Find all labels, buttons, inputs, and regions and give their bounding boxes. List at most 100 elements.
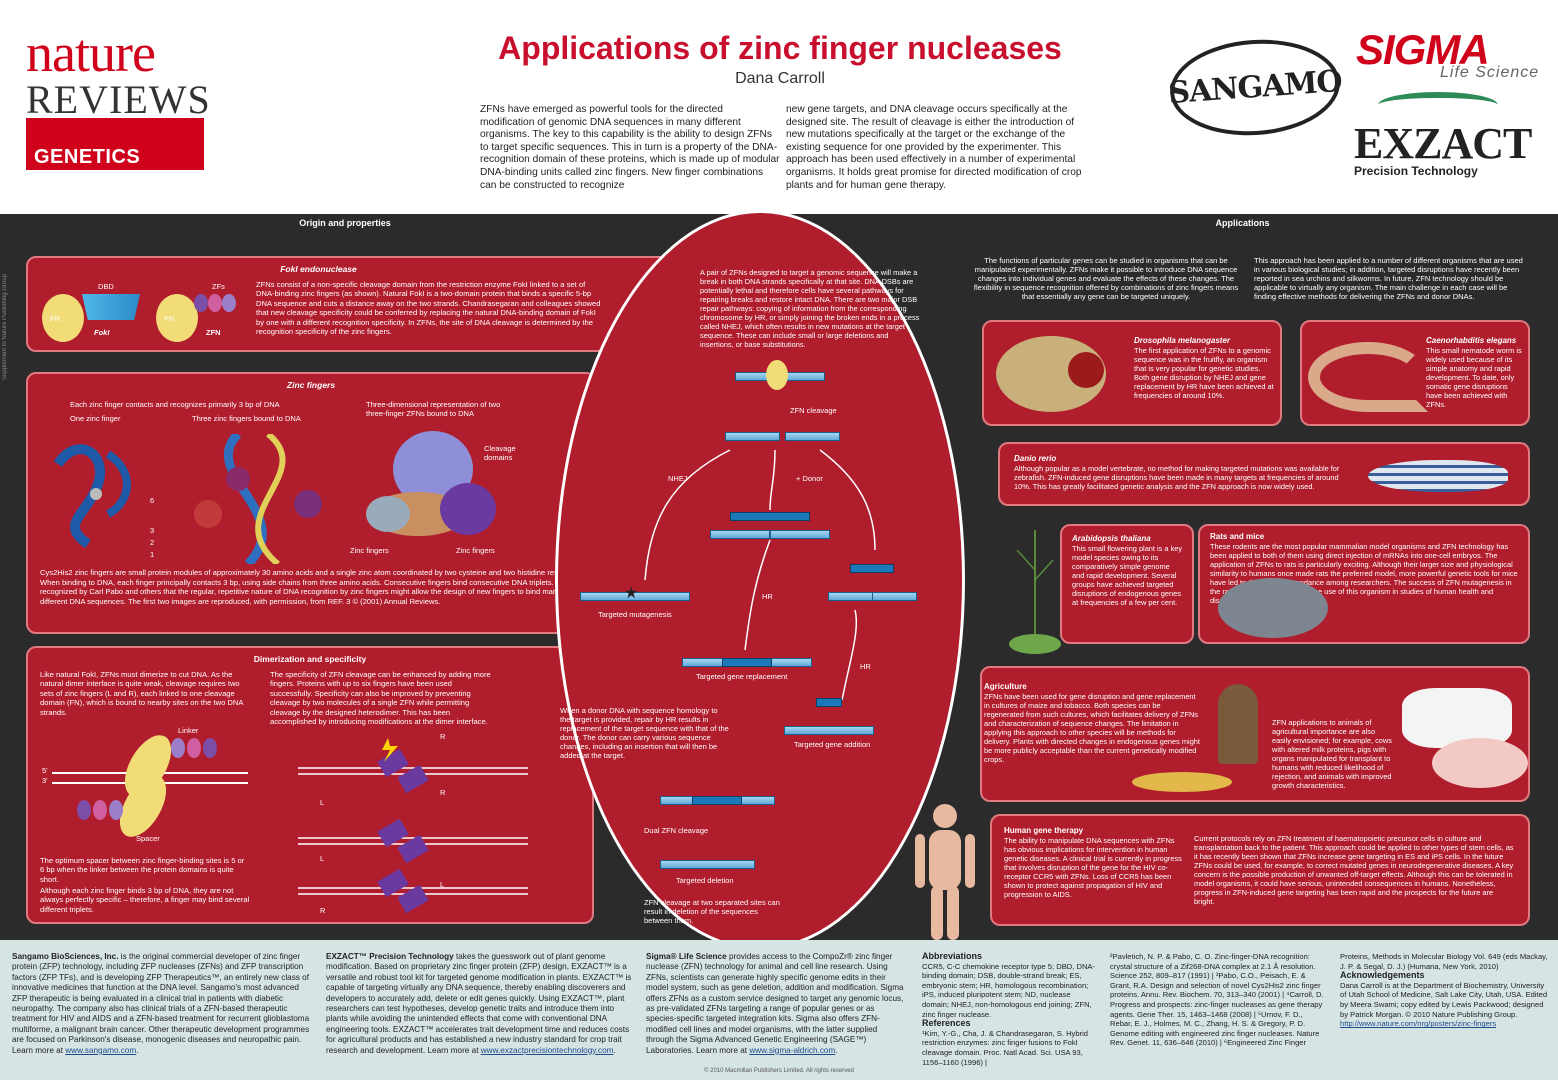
dbd-label: DBD — [98, 282, 114, 291]
rats-title: Rats and mice — [1210, 532, 1265, 541]
intro-text-left: ZFNs have emerged as powerful tools for … — [480, 104, 780, 191]
footer-sigma: Sigma® Life Science provides access to t… — [646, 952, 904, 1055]
reference-6: Proteins, Methods in Molecular Biology V… — [1340, 952, 1548, 971]
sigma-logo: SIGMA — [1356, 26, 1490, 73]
spacer-label: Spacer — [136, 834, 160, 843]
poster-title: Applications of zinc finger nucleases — [498, 30, 1062, 66]
cut-dna-left — [725, 432, 780, 441]
rat-image — [1218, 578, 1328, 638]
abbreviations-text: CCR5, C-C chemokine receptor type 5; DBD… — [922, 961, 1096, 1019]
arabidopsis-panel: Arabidopsis thaliana This small flowerin… — [1060, 524, 1194, 644]
dual-cleavage-label: Dual ZFN cleavage — [644, 826, 709, 835]
drosophila-text: The first application of ZFNs to a genom… — [1134, 346, 1274, 400]
life-science-label: Life Science — [1440, 64, 1540, 81]
three-prime-label: 3' — [42, 776, 48, 785]
human-panel: Human gene therapy The ability to manipu… — [990, 814, 1530, 926]
footer-exzact: EXZACT™ Precision Technology takes the g… — [326, 952, 632, 1055]
deletion-text: ZFN cleavage at two separated sites can … — [644, 898, 780, 925]
num-6: 6 — [150, 496, 155, 505]
agriculture-text: ZFNs have been used for gene disruption … — [984, 692, 1200, 764]
reviews-logo: REVIEWS — [26, 77, 211, 122]
sangamo-link[interactable]: www.sangamo.com — [65, 1045, 137, 1055]
dimer-text-2: The specificity of ZFN cleavage can be e… — [270, 670, 491, 727]
zfn-nuclease-icon — [156, 294, 198, 342]
copyright: © 2010 Macmillan Publishers Limited. All… — [704, 1068, 854, 1074]
celegans-title: Caenorhabditis elegans — [1426, 336, 1517, 345]
num-2: 2 — [150, 538, 155, 547]
heterodimer-diagram — [298, 738, 528, 914]
column-head-origin: Origin and properties — [299, 218, 391, 228]
human-text-2: Current protocols rely on ZFN treatment … — [1194, 834, 1514, 906]
r-label-1: R — [440, 732, 446, 741]
cut-dna-right — [785, 432, 840, 441]
zfn-3d-structure-image — [366, 431, 496, 536]
nature-logo: nature — [26, 23, 156, 83]
addition-label: Targeted gene addition — [794, 740, 871, 749]
footer-sangamo: Sangamo BioSciences, Inc. is the origina… — [12, 952, 310, 1055]
zinc-title: Zinc fingers — [286, 380, 336, 390]
hr-label-1: HR — [762, 592, 773, 601]
footer-sangamo-text: is the original commercial developer of … — [12, 952, 310, 1055]
agriculture-animals-text: ZFN applications to animals of agricultu… — [1272, 718, 1392, 790]
zfs-label: ZFs — [212, 282, 225, 291]
exzact-swoosh-icon — [1378, 92, 1498, 118]
zfn-pair-icon — [766, 360, 788, 390]
gene-targeting-text: A pair of ZFNs designed to target a geno… — [700, 268, 920, 349]
sigma-link[interactable]: www.sigma-aldrich.com — [749, 1045, 836, 1055]
agriculture-title: Agriculture — [984, 682, 1027, 691]
mutation-star-icon: ★ — [624, 585, 639, 602]
footer-abbreviations: Abbreviations CCR5, C-C chemokine recept… — [922, 951, 1098, 1067]
donor-text: When a donor DNA with sequence homology … — [560, 706, 729, 760]
arabidopsis-title: Arabidopsis thaliana — [1072, 534, 1151, 543]
poster-header — [0, 0, 1558, 214]
zfn-cleavage-label: ZFN cleavage — [790, 406, 837, 415]
nhej-label: NHEJ — [668, 474, 688, 483]
tobacco-plant-image — [1218, 684, 1258, 764]
linker-label: Linker — [178, 726, 199, 735]
replacement-label: Targeted gene replacement — [696, 672, 788, 681]
zinc-fingers-panel: Zinc fingers Each zinc finger contacts a… — [26, 372, 596, 634]
donor-label: + Donor — [796, 474, 823, 483]
three-fingers-label: Three zinc fingers bound to DNA — [192, 414, 301, 423]
added-dna — [784, 726, 874, 735]
three-zinc-fingers-image — [194, 434, 322, 564]
donor-pair-right — [770, 530, 830, 539]
poster-author: Dana Carroll — [735, 70, 825, 87]
drosophila-title: Drosophila melanogaster — [1134, 336, 1231, 345]
replaced-segment — [722, 658, 772, 667]
arabidopsis-text: This small flowering plant is a key mode… — [1072, 544, 1183, 607]
danio-panel: Danio rerio Although popular as a model … — [998, 442, 1530, 506]
exzact-subtitle: Precision Technology — [1354, 164, 1478, 178]
zfn-label: ZFN — [206, 328, 221, 337]
num-3: 3 — [150, 526, 155, 535]
footer-references: ²Pavletich, N. P. & Pabo, C. O. Zinc-fin… — [1110, 952, 1324, 1048]
exzact-link[interactable]: www.exzactprecisiontechnology.com — [480, 1045, 614, 1055]
intro-text-right: new gene targets, and DNA cleavage occur… — [786, 104, 1082, 191]
foki-panel: FokI endonuclease ZFNs consist of a non-… — [26, 256, 671, 352]
poster-link[interactable]: http://www.nature.com/nrg/posters/zinc-f… — [1340, 1019, 1497, 1029]
added-insert — [816, 698, 842, 707]
dimerization-panel: Dimerization and specificity Like natura… — [26, 646, 594, 924]
fn-label-2: FN — [164, 314, 174, 323]
foki-title: FokI endonuclease — [280, 264, 357, 274]
abbreviations-title: Abbreviations — [922, 951, 983, 961]
footer-sigma-text: provides access to the CompoZr® zinc fin… — [646, 952, 904, 1055]
zinc-text: Cys2His2 zinc fingers are small protein … — [40, 568, 579, 606]
dbd-domain-icon — [82, 294, 140, 320]
celegans-text: This small nematode worm is widely used … — [1426, 346, 1522, 409]
zebrafish-image — [1368, 460, 1508, 492]
reference-1: ¹Kim, Y.-G., Cha, J. & Chandrasegaran, S… — [922, 1028, 1089, 1067]
five-prime-label: 5' — [42, 766, 48, 775]
exzact-logo: EXZACT — [1354, 119, 1532, 168]
column-head-apps: Applications — [1215, 218, 1270, 228]
zinc-finger-icon-3 — [222, 294, 236, 312]
foki-text: ZFNs consist of a non-specific cleavage … — [256, 280, 601, 337]
dimer-diagram — [52, 735, 248, 837]
agriculture-panel: Agriculture ZFNs have been used for gene… — [980, 666, 1530, 802]
dimer-text-4: Although each zinc finger binds 3 bp of … — [40, 886, 250, 914]
drosophila-panel: Drosophila melanogaster The first applic… — [982, 320, 1282, 426]
worm-image — [1308, 342, 1428, 412]
danio-text: Although popular as a model vertebrate, … — [1014, 464, 1340, 491]
footer-exzact-text: takes the guesswork out of plant genome … — [326, 952, 632, 1055]
zinc-caption: Each zinc finger contacts and recognizes… — [70, 400, 280, 409]
